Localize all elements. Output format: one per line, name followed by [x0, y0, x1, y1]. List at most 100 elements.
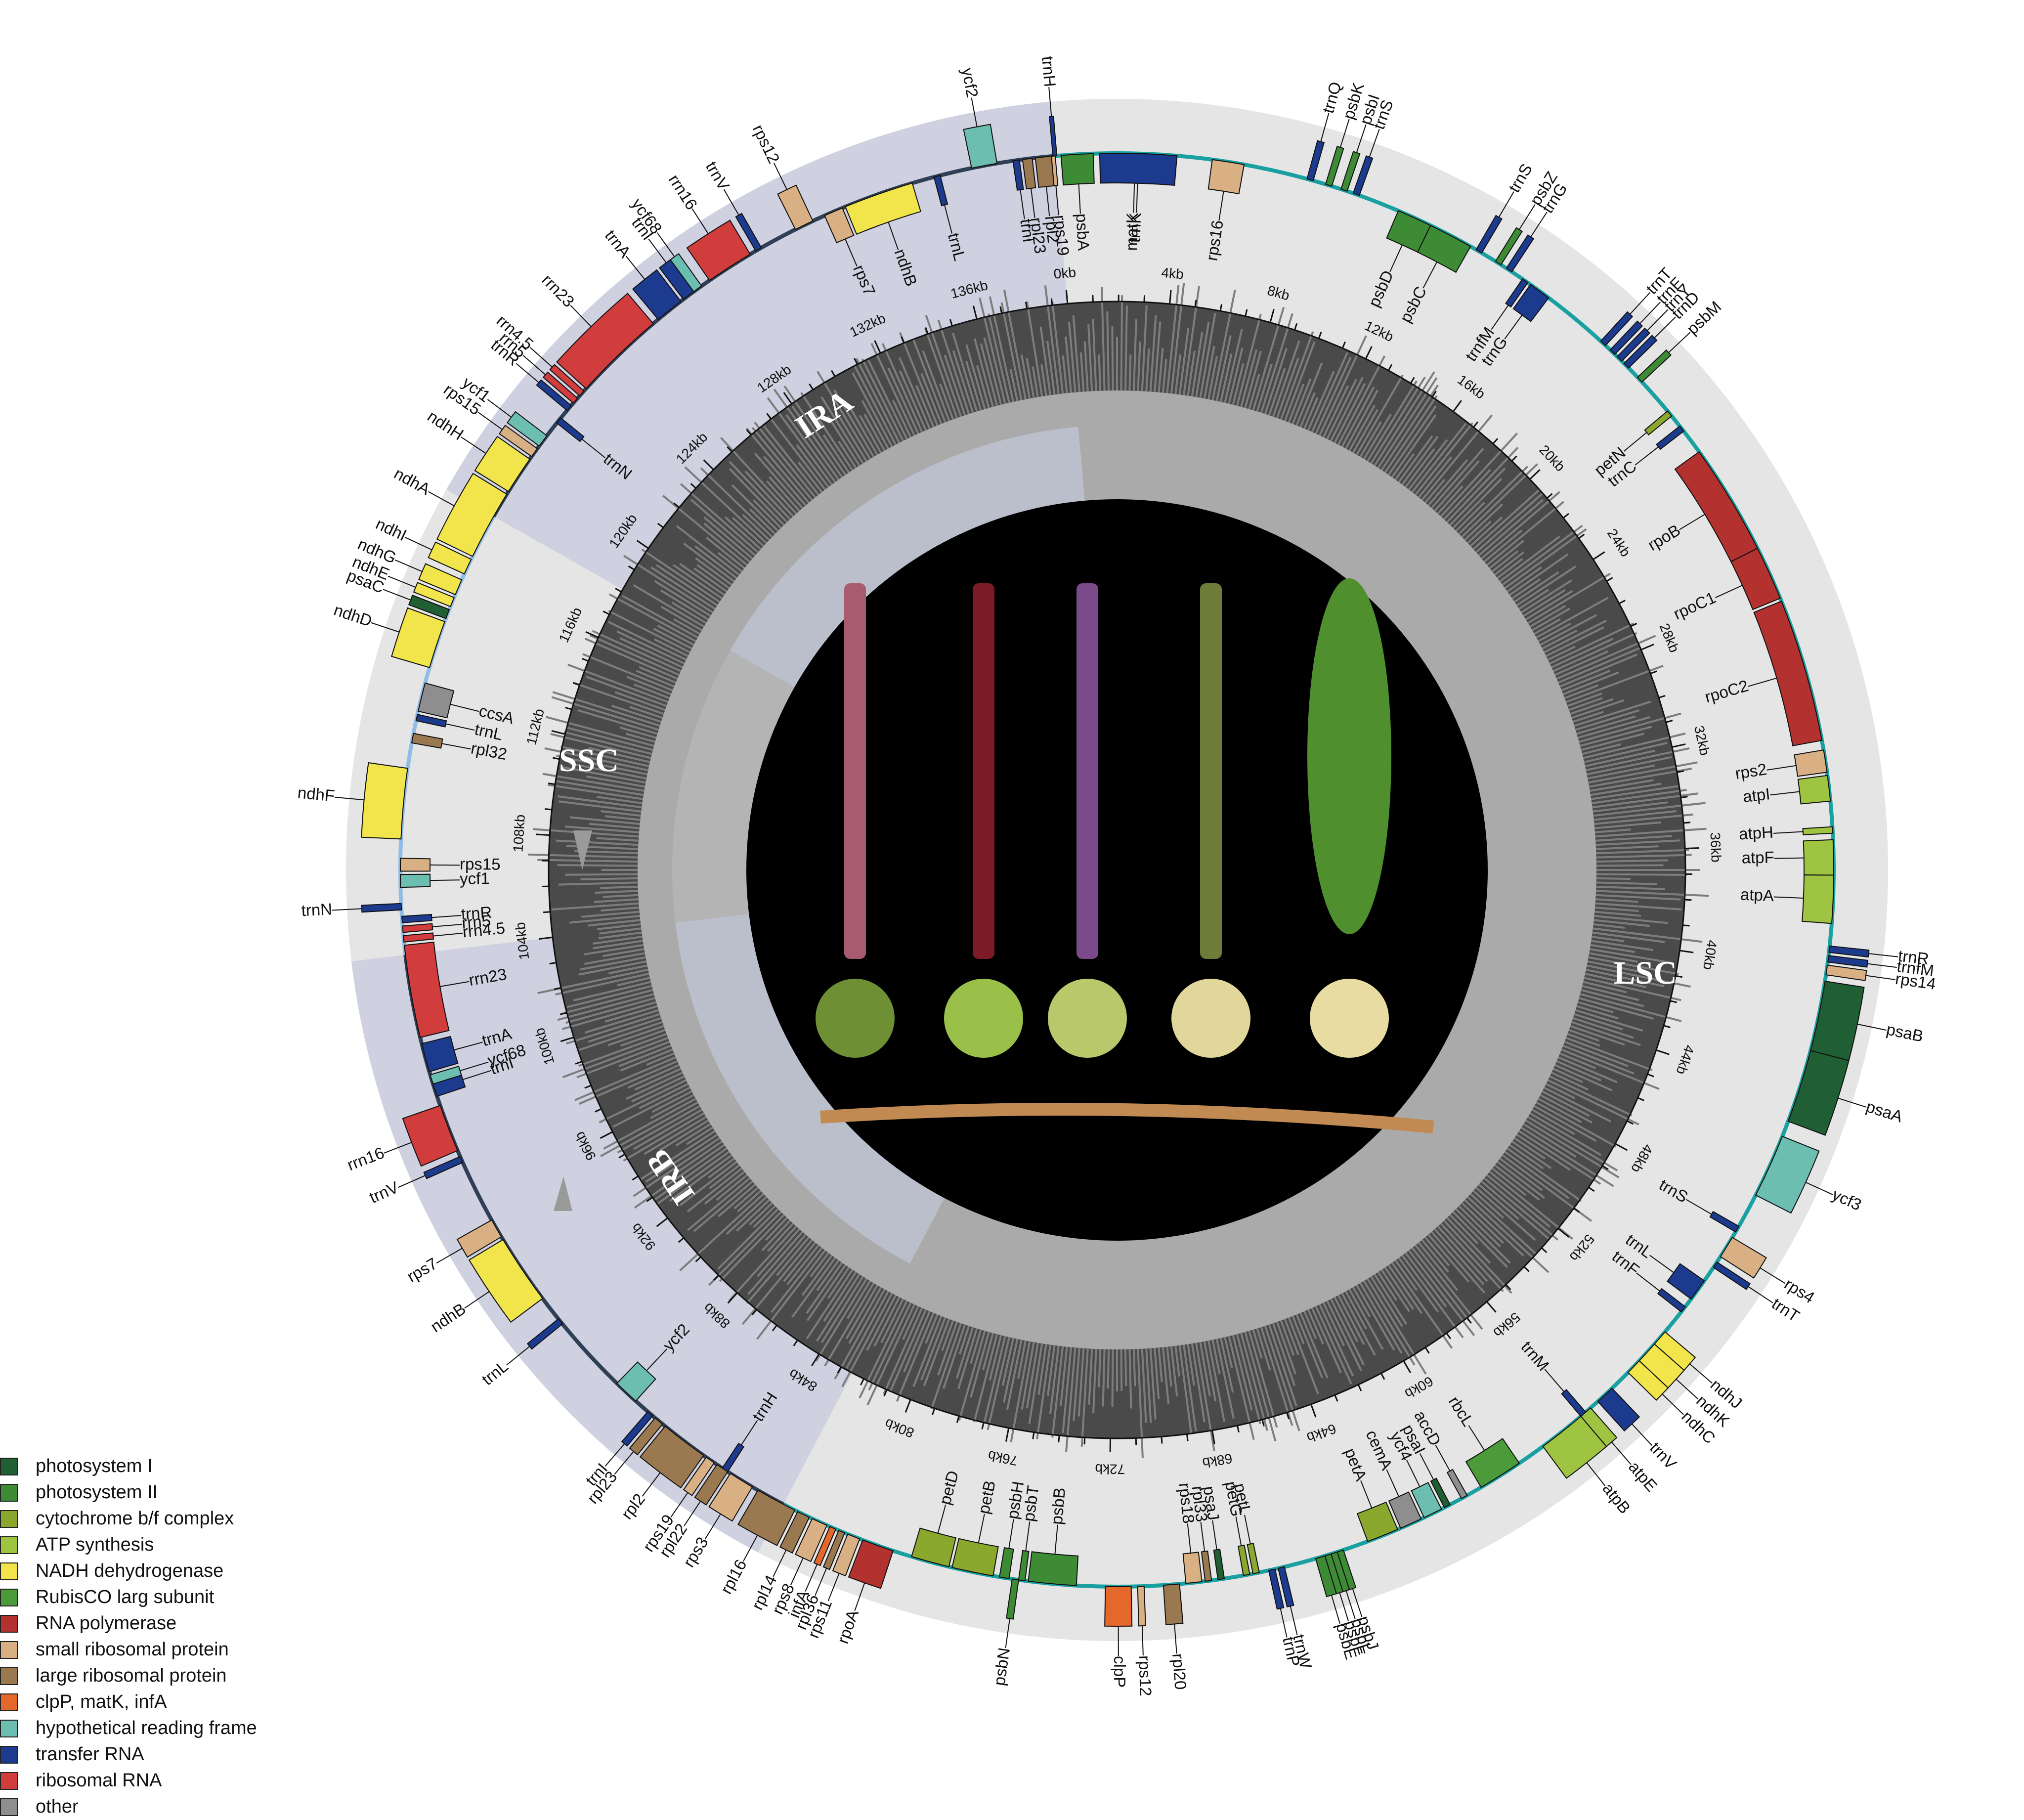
kb-tick-label: 36kb: [1708, 832, 1724, 863]
legend-item: photosystem II: [0, 1479, 376, 1506]
gene-rps16: [1208, 160, 1244, 194]
gene-clpp: [1105, 1587, 1132, 1626]
gene-label: atpA: [1740, 885, 1774, 905]
legend-swatch: [0, 1458, 18, 1475]
photo-stem: [1077, 583, 1098, 959]
gene-label: ndhH: [424, 407, 467, 443]
legend-label: transfer RNA: [36, 1744, 144, 1765]
legend-item: ribosomal RNA: [0, 1768, 376, 1794]
gene-label: psbA: [1073, 213, 1093, 251]
gene-label: rrn23: [538, 270, 578, 310]
legend-swatch: [0, 1615, 18, 1633]
legend-swatch: [0, 1746, 18, 1764]
legend-item: other: [0, 1794, 376, 1820]
photo-cross-section: [1310, 979, 1389, 1058]
gene-label: clpP: [1111, 1656, 1129, 1688]
gene-label: ndhI: [373, 514, 410, 544]
gene-label: atpF: [1741, 848, 1774, 867]
legend-item: photosystem I: [0, 1453, 376, 1479]
legend-item: transfer RNA: [0, 1741, 376, 1768]
gene-label: atpH: [1738, 823, 1774, 843]
gene-label: psaB: [1885, 1020, 1925, 1045]
gene-atpf: [1804, 840, 1834, 875]
gene-psbb: [1028, 1552, 1078, 1585]
gene-label: rrn16: [345, 1143, 387, 1174]
gene-label: atpI: [1742, 784, 1771, 806]
legend-item: NADH dehydrogenase: [0, 1558, 376, 1584]
legend-label: small ribosomal protein: [36, 1639, 229, 1660]
gene-rpl20: [1163, 1584, 1183, 1624]
gene-label: trnL: [478, 1357, 511, 1389]
legend-label: ribosomal RNA: [36, 1770, 162, 1791]
gene-label: rps7: [404, 1254, 440, 1286]
gene-label: psbB: [1047, 1487, 1069, 1525]
kb-tick-label: 108kb: [510, 814, 528, 853]
kb-tick-label: 0kb: [1053, 264, 1077, 282]
gene-label: rps12: [1135, 1655, 1155, 1696]
gene-label: trnV: [367, 1178, 401, 1207]
gene-label: trnK: [1125, 213, 1144, 243]
gene-label: trnV: [1646, 1438, 1680, 1473]
gene-label: ndhA: [391, 464, 433, 499]
legend-label: hypothetical reading frame: [36, 1718, 257, 1739]
gene-atpa: [1802, 875, 1834, 923]
gene-ycf1: [400, 874, 430, 887]
legend-swatch: [0, 1720, 18, 1737]
gene-label: ycf2: [958, 66, 982, 99]
legend-item: RNA polymerase: [0, 1610, 376, 1637]
kb-tick-label: 4kb: [1161, 265, 1184, 282]
gene-ndhf: [361, 763, 407, 839]
kb-tick-label: 72kb: [1095, 1461, 1125, 1477]
gene-rps18: [1183, 1552, 1202, 1583]
photo-cross-section: [1048, 979, 1127, 1058]
legend-label: ATP synthesis: [36, 1534, 154, 1556]
legend-item: hypothetical reading frame: [0, 1715, 376, 1741]
legend-label: RubisCO larg subunit: [36, 1587, 214, 1608]
photo-stem: [973, 583, 994, 959]
gene-atpi: [1798, 776, 1830, 804]
photo-cross-section: [816, 979, 895, 1058]
gene-label: trnH: [1038, 55, 1059, 87]
gene-label: ndhD: [332, 601, 375, 630]
gene-label: rps19: [1051, 214, 1073, 257]
gene-label: rpl16: [717, 1557, 750, 1597]
legend-item: small ribosomal protein: [0, 1637, 376, 1663]
gene-trnk: [1100, 153, 1177, 185]
photo-cross-section: [944, 979, 1023, 1058]
legend-label: cytochrome b/f complex: [36, 1508, 234, 1529]
gene-label: trnR: [461, 903, 493, 923]
legend-item: ATP synthesis: [0, 1532, 376, 1558]
gene-label: rps15: [460, 855, 501, 873]
legend-label: NADH dehydrogenase: [36, 1560, 223, 1582]
legend-swatch: [0, 1772, 18, 1790]
legend-label: large ribosomal protein: [36, 1665, 227, 1687]
gene-label: rpoA: [833, 1607, 862, 1646]
gene-label: psaA: [1864, 1097, 1905, 1126]
gene-label: psbN: [990, 1647, 1014, 1687]
legend-swatch: [0, 1484, 18, 1502]
legend-item: cytochrome b/f complex: [0, 1506, 376, 1532]
region-label-lsc: LSC: [1613, 955, 1677, 991]
legend-swatch: [0, 1798, 18, 1816]
legend-label: RNA polymerase: [36, 1613, 176, 1634]
photo-stem: [1200, 583, 1222, 959]
legend-swatch: [0, 1667, 18, 1685]
photo-leaf: [1307, 578, 1391, 934]
gene-label: ndhF: [297, 783, 335, 805]
gene-label: trnN: [301, 900, 333, 919]
legend-swatch: [0, 1641, 18, 1659]
gene-rpl2: [1035, 156, 1054, 187]
gene-label: ndhB: [427, 1300, 469, 1336]
gene-rps2: [1794, 750, 1827, 776]
legend-item: clpP, matK, infA: [0, 1689, 376, 1715]
gene-label: rpl20: [1169, 1653, 1190, 1690]
gene-psba: [1061, 154, 1094, 185]
legend-swatch: [0, 1536, 18, 1554]
gene-label: trnA: [602, 226, 635, 261]
legend-swatch: [0, 1562, 18, 1580]
legend-item: large ribosomal protein: [0, 1663, 376, 1689]
gene-rps15: [400, 858, 430, 871]
gene-label: rps12: [749, 122, 783, 166]
